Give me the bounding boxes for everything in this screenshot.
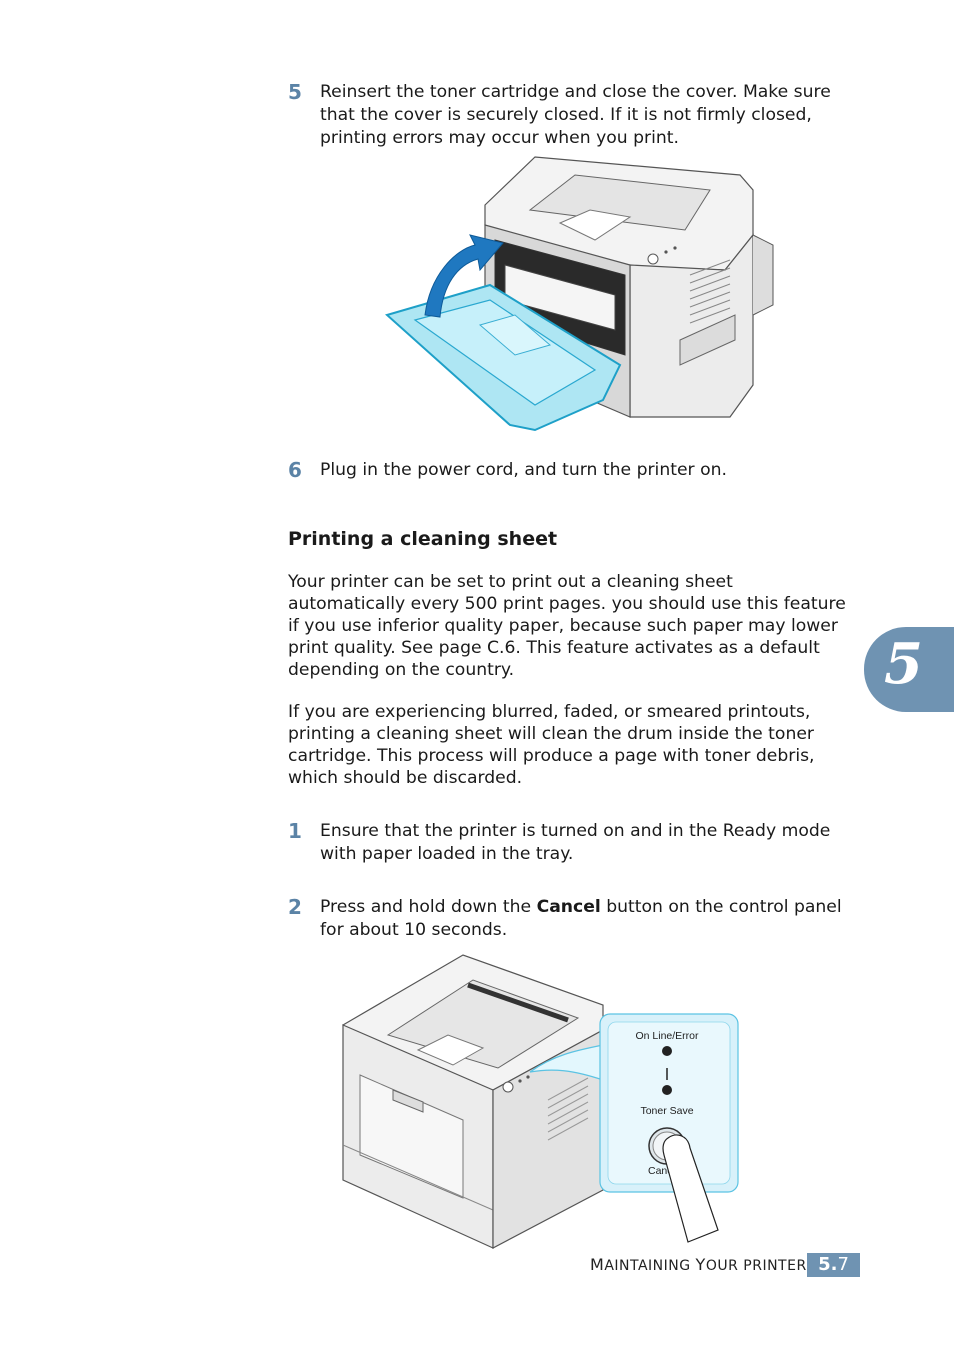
- step-1-text: Ensure that the printer is turned on and…: [320, 821, 831, 864]
- step-number-1: 1: [288, 819, 302, 843]
- cancel-term: Cancel: [536, 897, 601, 917]
- step-number-2: 2: [288, 895, 302, 919]
- paragraph-2: If you are experiencing blurred, faded, …: [288, 702, 815, 788]
- printer-control-panel-illustration: On Line/Error Toner Save Cancel: [342, 954, 739, 1249]
- section-heading: Printing a cleaning sheet: [288, 528, 558, 550]
- step-number-5: 5: [288, 80, 302, 104]
- page-number: 5.7: [807, 1253, 860, 1277]
- step-number-6: 6: [288, 458, 302, 482]
- online-error-led: [662, 1046, 672, 1056]
- chapter-number: 5: [884, 631, 923, 697]
- toner-save-led: [662, 1085, 672, 1095]
- chapter-tab: 5: [864, 627, 954, 712]
- online-error-label: On Line/Error: [635, 1030, 699, 1042]
- step-6-text: Plug in the power cord, and turn the pri…: [320, 460, 727, 480]
- step-2-text-after: button on the control panel for about 10…: [320, 897, 842, 940]
- paragraph-1: Your printer can be set to print out a c…: [288, 572, 846, 680]
- printer-cover-illustration: [385, 156, 774, 432]
- step-2-text-before: Press and hold down the: [320, 897, 537, 917]
- step-5-text: Reinsert the toner cartridge and close t…: [320, 82, 831, 148]
- step-2-text: Press and hold down the Cancel button on…: [320, 896, 850, 942]
- footer-title: MAINTAINING YOUR PRINTER: [590, 1255, 807, 1274]
- toner-save-label: Toner Save: [640, 1105, 693, 1117]
